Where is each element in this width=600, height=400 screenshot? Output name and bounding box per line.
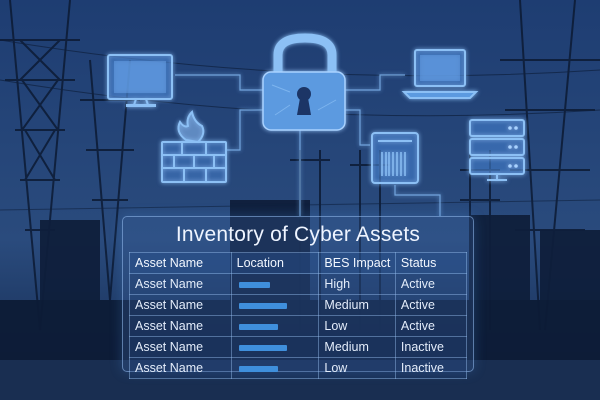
status-cell: Inactive [394,357,468,379]
status-cell: Active [394,273,468,295]
column-header-bes-impact: BES Impact [318,252,396,274]
location-bar [238,365,278,372]
asset-name-cell: Asset Name [129,273,232,295]
table-row: Asset Name High Active [129,273,468,295]
status-cell: Inactive [394,336,468,358]
asset-name-cell: Asset Name [129,336,232,358]
table-row: Asset Name Low Active [129,315,468,337]
panel-title: Inventory of Cyber Assets [175,223,421,246]
asset-table: Asset Name Location BES Impact Status As… [129,252,468,379]
status-cell: Active [394,294,468,316]
connector-lines [175,74,441,216]
bes-impact-cell: Medium [318,294,396,316]
column-header-location: Location [230,252,320,274]
column-header-asset-name: Asset Name [129,252,232,274]
asset-name-cell: Asset Name [129,315,232,337]
table-row: Asset Name Medium Active [129,294,468,316]
location-bar [238,344,287,351]
server-rack-icon [371,132,419,184]
asset-name-cell: Asset Name [129,294,232,316]
monitor-icon [107,54,173,107]
table-header-row: Asset Name Location BES Impact Status [129,252,468,274]
padlock-icon [262,33,346,131]
server-icon [469,119,525,181]
location-bar [238,323,278,330]
location-cell [230,294,320,316]
column-header-status: Status [394,252,468,274]
firewall-icon [161,109,227,183]
location-cell [230,357,320,379]
bes-impact-cell: High [318,273,396,295]
status-cell: Active [394,315,468,337]
asset-name-cell: Asset Name [129,357,232,379]
table-row: Asset Name Medium Inactive [129,336,468,358]
location-bar [238,302,287,309]
location-cell [230,315,320,337]
location-bar [238,281,270,288]
bes-impact-cell: Medium [318,336,396,358]
asset-inventory-panel: Inventory of Cyber Assets Asset Name Loc… [122,216,474,379]
location-cell [230,273,320,295]
laptop-icon [401,49,479,99]
location-cell [230,336,320,358]
bes-impact-cell: Low [318,357,396,379]
table-row: Asset Name Low Inactive [129,357,468,379]
bes-impact-cell: Low [318,315,396,337]
